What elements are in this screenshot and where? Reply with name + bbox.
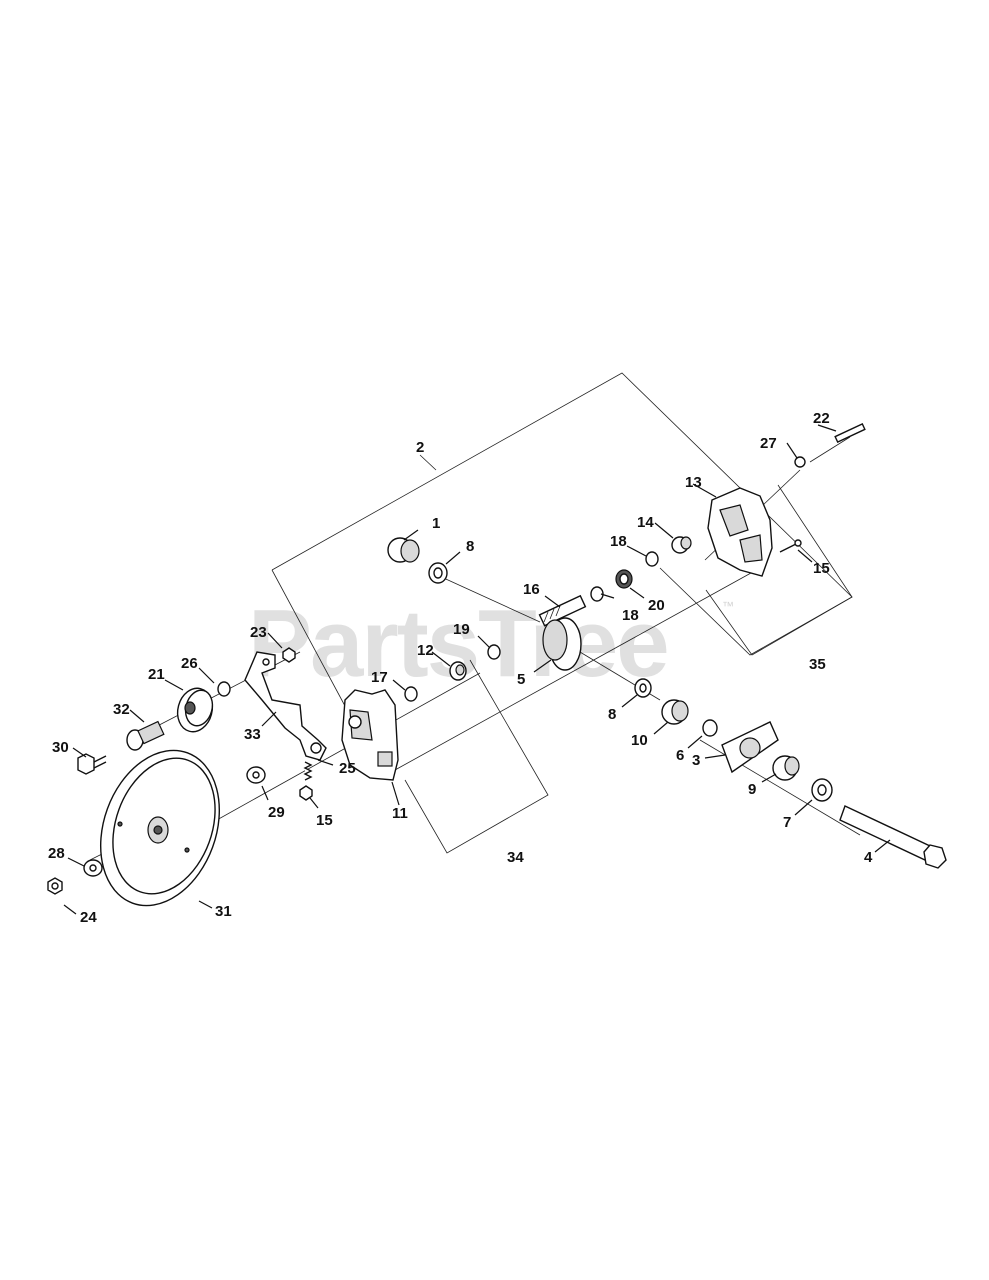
callout-18-upper: 18: [610, 533, 627, 550]
bushing-1: [387, 537, 420, 563]
callout-21: 21: [148, 666, 165, 683]
callout-33: 33: [244, 726, 261, 743]
washer-26: [217, 681, 231, 697]
callout-20: 20: [648, 597, 665, 614]
callout-10: 10: [631, 732, 648, 749]
callout-4: 4: [864, 849, 873, 866]
watermark-text: PartsTree: [248, 590, 668, 697]
washer-8-lower: [634, 678, 652, 698]
callout-15-upper: 15: [813, 560, 830, 577]
callout-32: 32: [113, 701, 130, 718]
callout-29: 29: [268, 804, 285, 821]
callout-15-lower: 15: [316, 812, 333, 829]
washer-18-upper: [645, 551, 659, 567]
callout-23: 23: [250, 624, 267, 641]
nut-24: [47, 877, 63, 895]
callout-34: 34: [507, 849, 524, 866]
callout-19: 19: [453, 621, 470, 638]
callout-35: 35: [809, 656, 826, 673]
washer-27: [794, 456, 806, 468]
callout-17: 17: [371, 669, 388, 686]
worm-shaft-16: [538, 594, 587, 627]
callout-3: 3: [692, 752, 700, 769]
callout-12: 12: [417, 642, 434, 659]
shoulder-bolt-32: [126, 720, 165, 751]
callout-16: 16: [523, 581, 540, 598]
bearing-20: [615, 569, 633, 589]
watermark-trademark: ™: [722, 599, 734, 613]
pulley-31: [99, 749, 221, 907]
callout-5: 5: [517, 671, 525, 688]
callout-2: 2: [416, 439, 424, 456]
bracket-34: [404, 659, 549, 854]
nut-23: [282, 647, 296, 663]
callout-28: 28: [48, 845, 65, 862]
callout-31: 31: [215, 903, 232, 920]
idler-arm-33: [244, 651, 327, 761]
callout-1: 1: [432, 515, 440, 532]
callout-8-lower: 8: [608, 706, 616, 723]
callout-11: 11: [392, 805, 408, 822]
callout-13: 13: [685, 474, 702, 491]
spacer-29: [246, 766, 266, 784]
callout-9: 9: [748, 781, 756, 798]
callout-8-upper: 8: [466, 538, 474, 555]
bushing-12: [449, 661, 467, 681]
screw-15-upper: [779, 539, 802, 553]
callout-22: 22: [813, 410, 830, 427]
callout-24: 24: [80, 909, 97, 926]
washer-8-upper: [428, 562, 448, 584]
callout-25: 25: [339, 760, 356, 777]
housing-13: [707, 487, 773, 577]
callout-18-lower: 18: [622, 607, 639, 624]
nut-15-lower: [299, 785, 313, 801]
washer-28: [83, 859, 103, 877]
callout-7: 7: [783, 814, 791, 831]
leader-lines: [63, 424, 891, 915]
callout-14: 14: [637, 514, 654, 531]
gear-5: [542, 617, 582, 671]
bracket-35: [705, 484, 853, 656]
ring-17: [404, 686, 418, 702]
bolt-30: [77, 753, 107, 775]
idler-pulley-21: [176, 687, 214, 733]
ring-6: [702, 719, 718, 737]
washer-7: [811, 778, 833, 802]
housing-11: [341, 689, 399, 781]
bushing-10: [661, 699, 689, 725]
callout-30: 30: [52, 739, 69, 756]
spring-25: [303, 761, 313, 781]
ring-19: [487, 644, 501, 660]
callout-26: 26: [181, 655, 198, 672]
bushing-14: [671, 536, 692, 554]
plate-3: [721, 721, 779, 774]
shaft-4: [839, 805, 947, 869]
callout-labels: 1 2 3 4 5 6 7 8 8 9 10 11 12 13 14 15 15…: [48, 410, 873, 926]
callout-6: 6: [676, 747, 684, 764]
gear-9: [772, 755, 800, 781]
pin-22: [834, 423, 866, 443]
callout-27: 27: [760, 435, 777, 452]
